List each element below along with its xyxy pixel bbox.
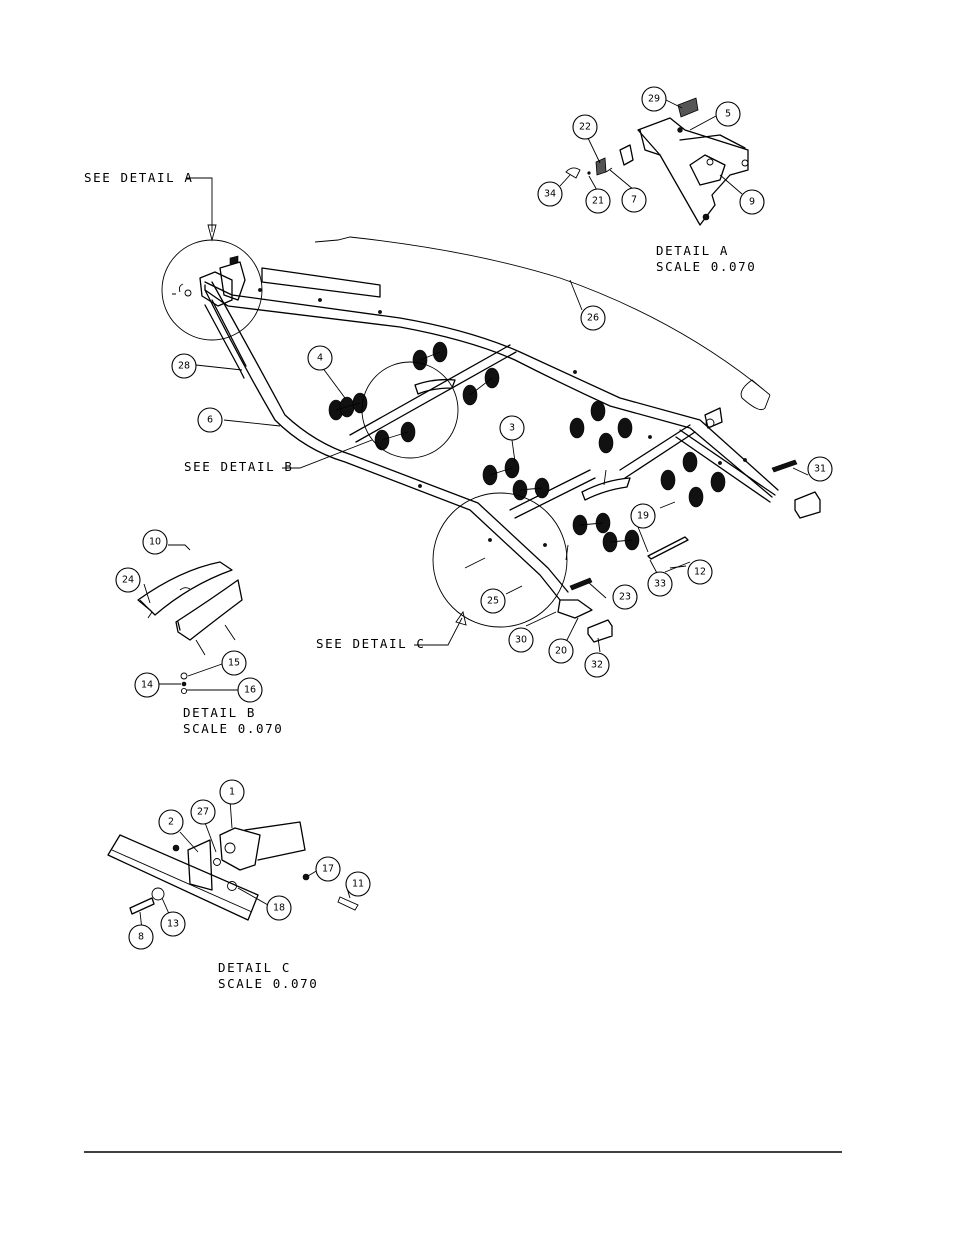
svg-text:2: 2 [168,817,174,828]
svg-text:21: 21 [592,196,604,207]
svg-text:31: 31 [814,464,826,475]
svg-text:26: 26 [587,313,599,324]
detail-c-scale: SCALE 0.070 [218,976,318,991]
detail-a-title: DETAIL A [656,243,729,258]
svg-text:1: 1 [229,787,235,798]
svg-text:27: 27 [197,807,209,818]
trailer-frame [199,267,779,601]
balloon-14: 14 [134,672,160,698]
detail-b-title: DETAIL B [183,705,256,720]
svg-text:13: 13 [167,919,179,930]
svg-text:34: 34 [544,189,556,200]
svg-text:6: 6 [207,415,213,426]
svg-text:33: 33 [654,579,666,590]
rear-lights [464,407,821,643]
svg-text:30: 30 [515,635,527,646]
balloon-leaders [139,99,809,931]
detail-b-scale: SCALE 0.070 [183,721,283,736]
winch-stand [172,255,246,301]
svg-text:11: 11 [352,879,364,890]
balloon-22: 22 [572,114,598,140]
balloon-11: 11 [345,871,371,897]
balloon-23: 23 [612,584,638,610]
svg-text:32: 32 [591,660,603,671]
balloon-4: 4 [307,345,333,371]
svg-text:14: 14 [141,680,153,691]
detail-b-drawing [137,544,243,695]
balloon-3: 3 [499,415,525,441]
balloon-32: 32 [584,652,610,678]
svg-text:20: 20 [555,646,567,657]
svg-text:5: 5 [725,109,731,120]
svg-text:4: 4 [317,353,323,364]
balloon-28: 28 [171,353,197,379]
see-detail-c-label: SEE DETAIL C [316,636,426,651]
balloon-9: 9 [739,189,765,215]
fender-outline [314,236,771,411]
svg-text:3: 3 [509,423,515,434]
svg-text:16: 16 [244,685,256,696]
balloon-25: 25 [480,588,506,614]
svg-text:12: 12 [694,567,706,578]
balloon-24: 24 [115,567,141,593]
svg-text:9: 9 [749,197,755,208]
svg-text:8: 8 [138,932,144,943]
detail-c-drawing [107,821,359,921]
svg-text:15: 15 [228,658,240,669]
balloon-33: 33 [647,571,673,597]
balloon-16: 16 [237,677,263,703]
balloon-2: 2 [158,809,184,835]
detail-a-scale: SCALE 0.070 [656,259,756,274]
balloon-30: 30 [508,627,534,653]
svg-text:22: 22 [579,122,591,133]
svg-text:18: 18 [273,903,285,914]
svg-text:24: 24 [122,575,134,586]
balloon-34: 34 [537,181,563,207]
detail-a-drawing [565,97,749,226]
see-detail-b-label: SEE DETAIL B [184,459,294,474]
svg-text:29: 29 [648,94,660,105]
balloon-13: 13 [160,911,186,937]
svg-text:25: 25 [487,596,499,607]
svg-text:17: 17 [322,864,334,875]
balloon-12: 12 [687,559,713,585]
balloon-15: 15 [221,650,247,676]
detail-c-circle [432,492,568,628]
detail-b-circle [361,361,459,459]
balloon-10: 10 [142,529,168,555]
balloon-20: 20 [548,638,574,664]
detail-a-circle [161,239,263,341]
balloon-6: 6 [197,407,223,433]
svg-text:10: 10 [149,537,161,548]
balloon-27: 27 [190,799,216,825]
balloon-8: 8 [128,924,154,950]
svg-text:28: 28 [178,361,190,372]
balloon-29: 29 [641,86,667,112]
detail-c-title: DETAIL C [218,960,291,975]
balloon-18: 18 [266,895,292,921]
balloon-17: 17 [315,856,341,882]
balloon-21: 21 [585,188,611,214]
roller-assemblies [328,341,726,553]
svg-text:23: 23 [619,592,631,603]
balloon-26: 26 [580,305,606,331]
svg-text:19: 19 [637,511,649,522]
svg-text:7: 7 [631,195,637,206]
balloon-31: 31 [807,456,833,482]
see-detail-a-label: SEE DETAIL A [84,170,194,185]
balloon-19: 19 [630,503,656,529]
balloon-7: 7 [621,187,647,213]
balloon-1: 1 [219,779,245,805]
balloon-5: 5 [715,101,741,127]
